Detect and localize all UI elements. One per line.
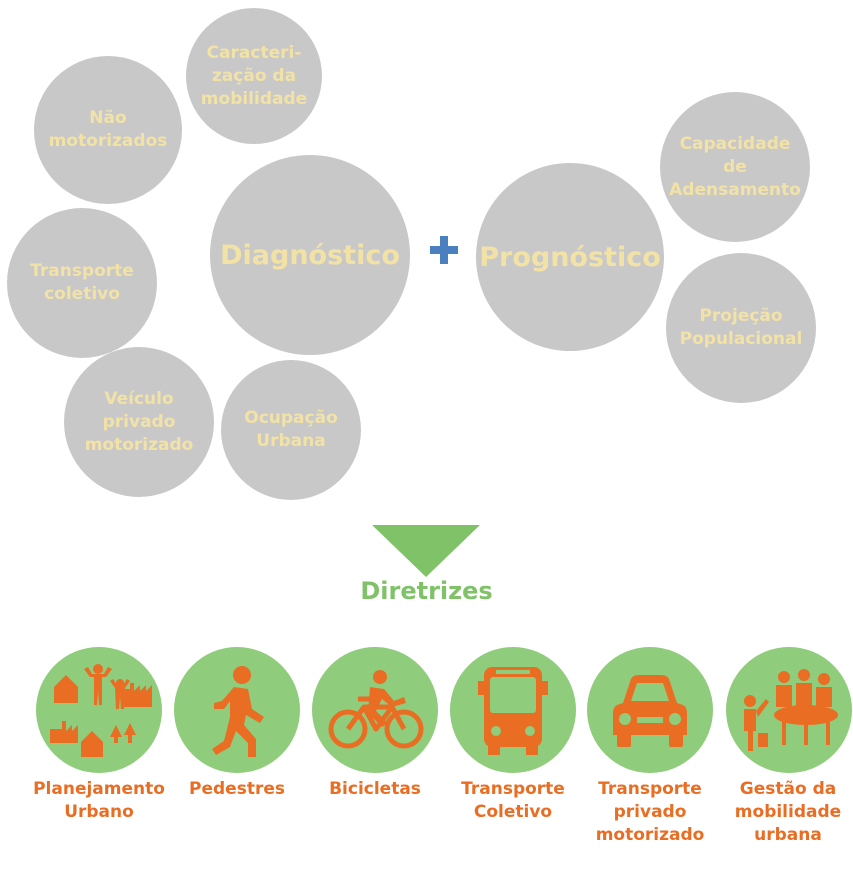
circle-projecao: Projeção Populacional	[666, 253, 816, 403]
bicycle-icon	[312, 647, 438, 773]
projecao-label: Projeção Populacional	[679, 306, 803, 349]
circle-diagnostico: Diagnóstico	[210, 155, 410, 355]
circle-ocupacao-urbana: Ocupação Urbana	[221, 360, 361, 500]
circle-veiculo-privado: Veículo privado motorizado	[64, 347, 214, 497]
caption-planejamento: Planejamento Urbano	[33, 779, 165, 822]
prognostico-label: Prognóstico	[479, 241, 661, 273]
veiculo-privado-label: Veículo privado motorizado	[84, 388, 194, 455]
meeting-icon	[726, 647, 852, 773]
caption-bicicletas: Bicicletas	[329, 779, 421, 799]
capacidade-label: Capacidade de Adensamento	[669, 133, 801, 200]
circle-transporte-coletivo: Transporte coletivo	[7, 208, 157, 358]
bus-icon	[450, 647, 576, 773]
pedestrian-icon	[174, 647, 300, 773]
diagnostico-label: Diagnóstico	[220, 239, 400, 271]
caption-pedestres: Pedestres	[189, 779, 285, 799]
down-arrow-triangle	[372, 525, 480, 577]
ocupacao-urbana-label: Ocupação Urbana	[244, 408, 338, 451]
nao-motorizados-label: Não motorizados	[48, 108, 168, 151]
car-icon	[587, 647, 713, 773]
circle-prognostico: Prognóstico	[476, 163, 664, 351]
plus-icon	[430, 236, 458, 264]
circle-caracterizacao: Caracteri- zação da mobilidade	[186, 8, 322, 144]
transporte-coletivo-label: Transporte coletivo	[30, 261, 134, 304]
caption-transporte-coletivo: Transporte Coletivo	[461, 779, 565, 822]
caption-gestao: Gestão da mobilidade urbana	[734, 779, 842, 845]
caracterizacao-label: Caracteri- zação da mobilidade	[200, 42, 308, 109]
urban-planning-icon	[36, 647, 162, 773]
circle-nao-motorizados: Não motorizados	[34, 56, 182, 204]
circle-capacidade: Capacidade de Adensamento	[660, 92, 810, 242]
caption-transporte-privado: Transporte privado motorizado	[595, 779, 705, 845]
diretrizes-title: Diretrizes	[360, 577, 493, 605]
